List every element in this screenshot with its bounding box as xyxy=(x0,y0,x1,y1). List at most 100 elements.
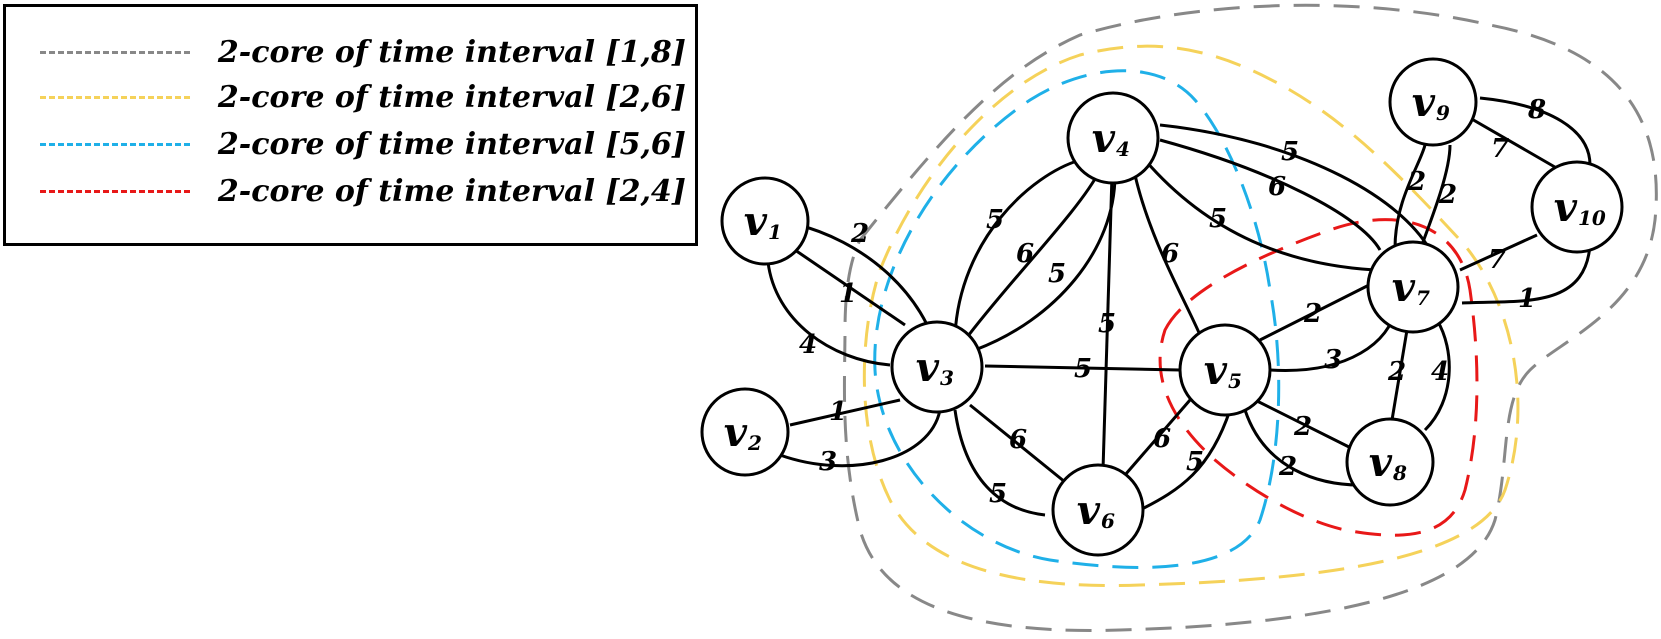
legend-item-interval-1-8: 2-core of time interval [1,8] xyxy=(36,33,686,73)
node-letter: v xyxy=(1554,184,1578,231)
edge-label: 5 xyxy=(1186,447,1204,477)
node-v1: v 1 xyxy=(720,176,810,266)
node-letter: v xyxy=(1412,79,1436,126)
node-v9: v 9 xyxy=(1388,57,1478,147)
edge-v3-v4 xyxy=(963,169,1102,341)
edge-v4-v7 xyxy=(1159,123,1437,261)
edge-label: 5 xyxy=(1074,354,1092,384)
edge-label: 6 xyxy=(1161,239,1179,269)
node-subscript: 4 xyxy=(1116,137,1130,161)
edge-label: 3 xyxy=(819,447,837,477)
edge-label: 6 xyxy=(1009,425,1027,455)
node-letter: v xyxy=(1092,115,1116,162)
edge-v2-v3 xyxy=(789,398,901,427)
node-letter: v xyxy=(1077,487,1101,534)
node-subscript: 7 xyxy=(1416,286,1430,310)
svg-text:v: v xyxy=(724,409,748,456)
node-v2: v 2 xyxy=(700,387,790,477)
node-v6: v 6 xyxy=(1051,463,1145,557)
node-letter: v xyxy=(1369,439,1393,486)
legend-label: 2-core of time interval [2,4] xyxy=(217,174,686,209)
node-v10: v 10 xyxy=(1530,160,1624,254)
node-v3: v 3 xyxy=(890,320,984,414)
edge-labels: 2 1 4 1 3 5 6 5 5 6 5 5 6 5 6 5 6 5 2 3 … xyxy=(799,95,1546,509)
edge-v3-v6 xyxy=(969,403,1066,484)
edge-v9-v10 xyxy=(1469,116,1561,172)
svg-text:v: v xyxy=(1412,79,1436,126)
edge-v5-v8 xyxy=(1254,398,1356,452)
edge-v9-v10 xyxy=(1479,96,1592,166)
svg-text:v: v xyxy=(1392,264,1416,311)
svg-text:v: v xyxy=(1092,115,1116,162)
edge-label: 6 xyxy=(1153,424,1171,454)
edge-label: 7 xyxy=(1491,134,1509,164)
legend-item-interval-2-6: 2-core of time interval [2,6] xyxy=(36,78,686,118)
edge-label: 5 xyxy=(1209,204,1227,234)
edge-label: 4 xyxy=(1431,357,1449,387)
edge-label: 5 xyxy=(1048,259,1066,289)
legend-swatch xyxy=(40,143,190,146)
node-letter: v xyxy=(916,344,940,391)
edge-label: 1 xyxy=(829,397,847,427)
legend-swatch xyxy=(40,96,190,99)
legend-item-interval-2-4: 2-core of time interval [2,4] xyxy=(36,172,686,212)
edge-label: 2 xyxy=(1303,299,1322,329)
node-subscript: 6 xyxy=(1101,509,1115,533)
node-subscript: 3 xyxy=(940,366,954,390)
svg-text:v: v xyxy=(1204,347,1228,394)
edge-v3-v5 xyxy=(984,364,1181,372)
edge-label: 4 xyxy=(799,330,817,360)
edge-v5-v8 xyxy=(1243,409,1361,487)
core-outline-interval-2-6 xyxy=(862,44,1520,588)
edge-v5-v6 xyxy=(1123,399,1192,476)
edge-v3-v6 xyxy=(953,409,1046,517)
edge-v7-v9 xyxy=(1418,144,1452,251)
node-subscript: 2 xyxy=(747,431,762,455)
edge-v7-v10 xyxy=(1461,244,1592,305)
legend-item-interval-5-6: 2-core of time interval [5,6] xyxy=(36,125,686,165)
edge-v4-v7 xyxy=(1159,138,1382,251)
node-letter: v xyxy=(1204,347,1228,394)
edge-label: 5 xyxy=(986,205,1004,235)
edge-v5-v6 xyxy=(1139,409,1232,512)
edge-v5-v7 xyxy=(1259,280,1376,342)
node-v4: v 4 xyxy=(1066,91,1160,185)
edge-label: 6 xyxy=(1016,239,1034,269)
node-letter: v xyxy=(724,409,748,456)
svg-text:v: v xyxy=(744,198,768,245)
edge-label: 2 xyxy=(1278,452,1297,482)
edge-v3-v4 xyxy=(953,158,1081,336)
edge-v7-v10 xyxy=(1459,233,1538,272)
node-subscript: 5 xyxy=(1228,369,1242,393)
edge-v3-v4 xyxy=(974,174,1117,352)
edge-v4-v7 xyxy=(1143,159,1376,272)
node-v8: v 8 xyxy=(1345,417,1435,507)
core-outline-interval-5-6 xyxy=(873,69,1281,569)
edge-label: 2 xyxy=(1407,167,1426,197)
edge-label: 2 xyxy=(850,219,869,249)
edge-v1-v3 xyxy=(794,248,906,327)
edge-label: 2 xyxy=(1293,412,1312,442)
node-letter: v xyxy=(744,198,768,245)
edge-v7-v9 xyxy=(1393,144,1427,249)
edge-label: 3 xyxy=(1324,345,1342,375)
legend-label: 2-core of time interval [2,6] xyxy=(217,80,686,115)
legend-label: 2-core of time interval [1,8] xyxy=(217,35,686,70)
edge-label: 6 xyxy=(1268,172,1286,202)
edge-label: 2 xyxy=(1438,180,1457,210)
node-subscript: 10 xyxy=(1578,206,1606,230)
edge-v2-v3 xyxy=(779,409,942,468)
edge-v4-v5 xyxy=(1133,174,1202,336)
edge-v4-v6 xyxy=(1101,174,1114,471)
svg-text:v: v xyxy=(1554,184,1578,231)
node-subscript: 8 xyxy=(1392,461,1407,485)
edge-label: 5 xyxy=(1281,137,1299,167)
legend: 2-core of time interval [1,8] 2-core of … xyxy=(3,4,698,246)
edge-label: 8 xyxy=(1527,95,1546,125)
legend-swatch xyxy=(40,190,190,193)
edge-label: 5 xyxy=(989,479,1007,509)
edges xyxy=(766,96,1592,517)
node-v5: v 5 xyxy=(1178,323,1272,417)
